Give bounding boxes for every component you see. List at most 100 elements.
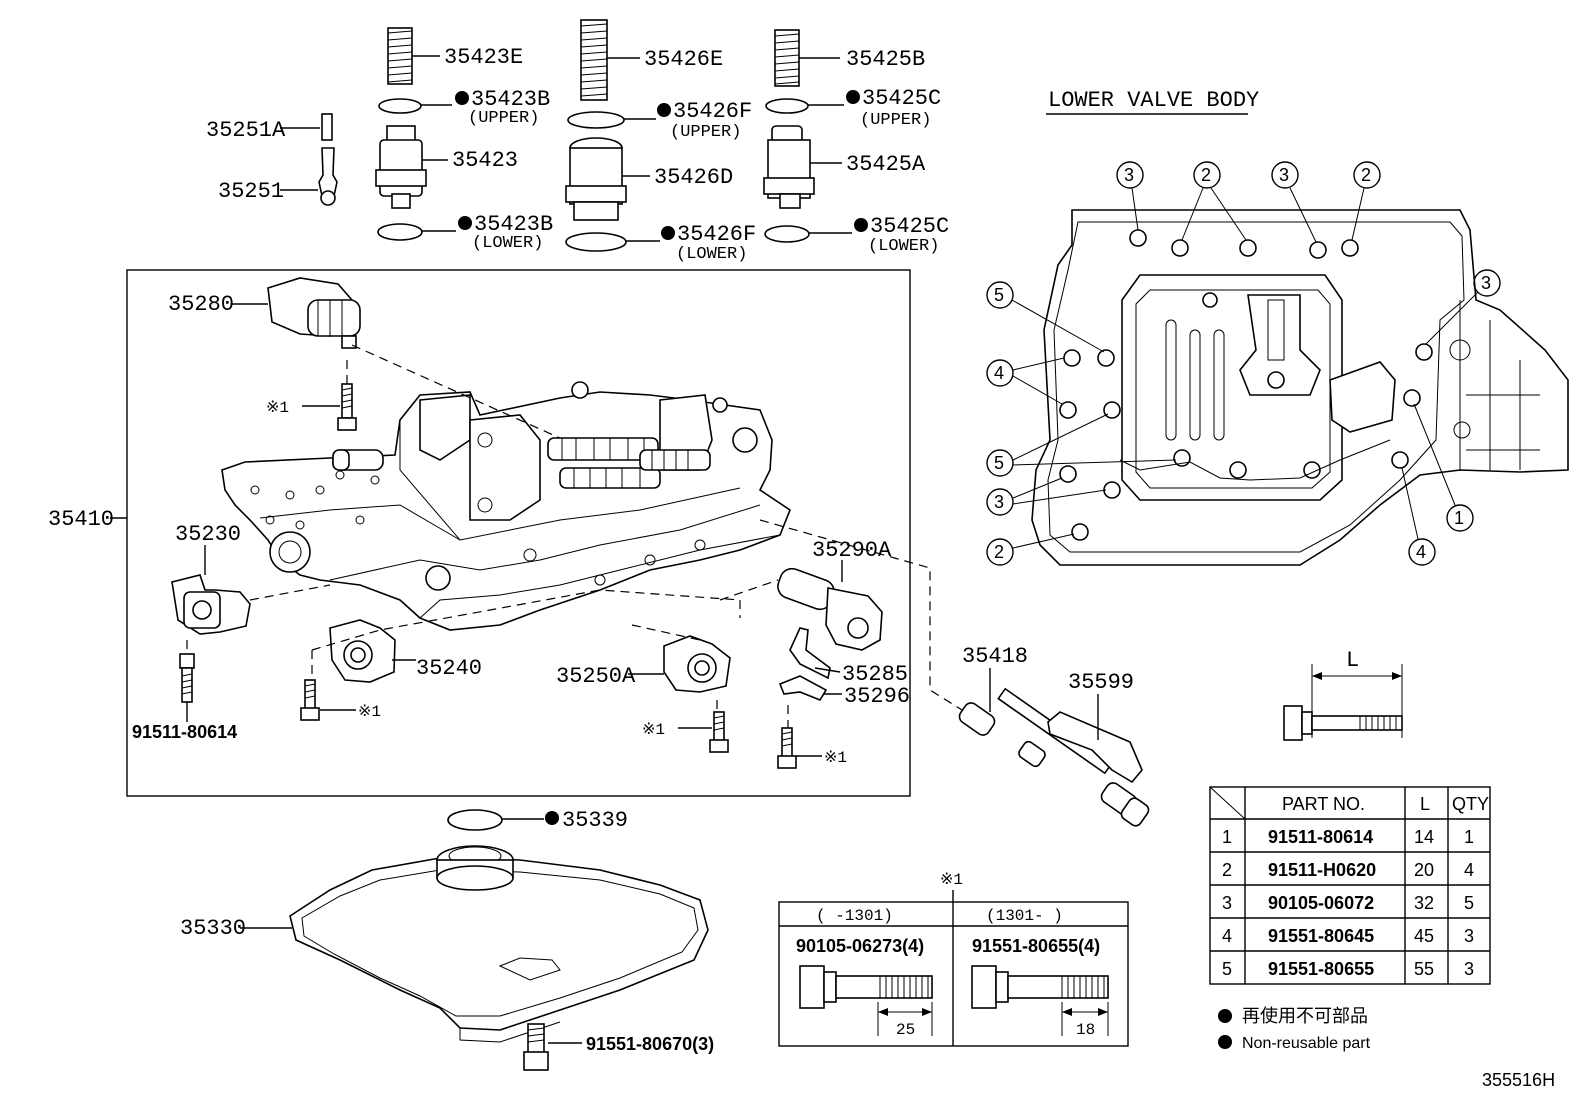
label-35339: 35339 bbox=[562, 808, 628, 833]
spring-35251a-icon bbox=[321, 113, 333, 141]
callout-3: 3 bbox=[1271, 161, 1317, 243]
table-cell: 20 bbox=[1414, 860, 1434, 880]
top-parts: 35423E 35426E 35425B 35423B (UPPER) 3542… bbox=[206, 19, 949, 264]
callout-text: 2 bbox=[994, 542, 1004, 562]
table-cell: 3 bbox=[1464, 926, 1474, 946]
valve-body-icon bbox=[221, 381, 791, 631]
figure-id: 355516H bbox=[1482, 1070, 1555, 1090]
table-row: 2 91511-H0620 20 4 bbox=[1222, 860, 1474, 880]
label-35426e: 35426E bbox=[644, 47, 723, 72]
callout-2: 2 bbox=[1181, 161, 1247, 241]
label-35599: 35599 bbox=[1068, 670, 1134, 695]
note-35423b-upper: (UPPER) bbox=[468, 109, 539, 128]
callout-3: 3 bbox=[986, 477, 1107, 516]
bolt-icon bbox=[300, 679, 320, 721]
solenoid-35280-icon bbox=[267, 277, 361, 349]
solenoid-35290a-icon bbox=[777, 567, 883, 651]
oring-35425c-upper-icon bbox=[765, 98, 809, 114]
label-91551-80670: 91551-80670(3) bbox=[586, 1034, 714, 1054]
bolt-icon bbox=[337, 383, 357, 431]
callout-text: 2 bbox=[1201, 165, 1211, 185]
bolt-91511-80614-icon bbox=[179, 653, 195, 703]
table-cell: 45 bbox=[1414, 926, 1434, 946]
part-35599-icon bbox=[1047, 711, 1143, 784]
callout-4: 4 bbox=[1401, 467, 1436, 566]
table-row: 3 90105-06072 32 5 bbox=[1222, 893, 1474, 913]
note-35426f-lower: (LOWER) bbox=[676, 245, 747, 264]
bolt-table: PART NO. L QTY 1 91511-80614 14 1 2 9151… bbox=[1209, 786, 1491, 985]
lower-valve-body-view: LOWER VALVE BODY bbox=[986, 88, 1569, 566]
non-reusable-dot-icon bbox=[846, 90, 860, 104]
valve-35425a-icon bbox=[763, 125, 815, 209]
callout-text: 3 bbox=[1279, 165, 1289, 185]
ref-col1-length: 25 bbox=[896, 1021, 915, 1039]
spring-35426e-icon bbox=[580, 19, 608, 101]
lower-valve-body-title: LOWER VALVE BODY bbox=[1048, 88, 1259, 113]
table-header-qty: QTY bbox=[1452, 794, 1489, 814]
bolt-icon bbox=[709, 711, 729, 753]
table-cell: 91551-80655 bbox=[1268, 959, 1374, 979]
table-cell: 91511-H0620 bbox=[1268, 860, 1376, 880]
ref-col2-part: 91551-80655(4) bbox=[972, 936, 1100, 956]
oring-35426f-lower-icon bbox=[565, 232, 627, 252]
valve-body-assembly: 35410 bbox=[48, 269, 963, 797]
ref-col2-range: (1301- ) bbox=[986, 907, 1063, 925]
table-cell: 90105-06072 bbox=[1268, 893, 1374, 913]
non-reusable-dot-icon bbox=[657, 103, 671, 117]
label-35418: 35418 bbox=[962, 644, 1028, 669]
label-35330: 35330 bbox=[180, 916, 246, 941]
label-35423: 35423 bbox=[452, 148, 518, 173]
callout-2: 2 bbox=[986, 533, 1075, 566]
bolt-91551-80670-icon bbox=[523, 1023, 549, 1071]
non-reusable-dot-icon bbox=[1218, 1009, 1232, 1023]
callout-2: 2 bbox=[1351, 161, 1381, 241]
note-35425c-lower: (LOWER) bbox=[868, 237, 939, 256]
label-35426f-upper: 35426F bbox=[673, 99, 752, 124]
table-cell: 91511-80614 bbox=[1268, 827, 1373, 847]
table-cell: 1 bbox=[1222, 827, 1232, 847]
table-cell: 1 bbox=[1464, 827, 1474, 847]
oring-35423b-upper-icon bbox=[378, 98, 422, 114]
table-cell: 5 bbox=[1464, 893, 1474, 913]
table-cell: 4 bbox=[1222, 926, 1232, 946]
label-35240: 35240 bbox=[416, 656, 482, 681]
non-reusable-dot-icon bbox=[458, 216, 472, 230]
legend-en: Non-reusable part bbox=[1242, 1035, 1371, 1052]
solenoid-35250a-icon bbox=[663, 635, 731, 693]
callout-text: 5 bbox=[994, 285, 1004, 305]
ref-mark-1: ※1 bbox=[358, 703, 381, 721]
ref-mark-1: ※1 bbox=[642, 721, 665, 739]
label-35423e: 35423E bbox=[444, 45, 523, 70]
table-cell: 4 bbox=[1464, 860, 1474, 880]
label-35250a: 35250A bbox=[556, 664, 636, 689]
callout-text: 1 bbox=[1454, 508, 1464, 528]
label-35290a: 35290A bbox=[812, 538, 892, 563]
bolt-length-icon bbox=[1283, 664, 1403, 741]
label-35423b-lower: 35423B bbox=[474, 212, 553, 237]
clip-35285-icon bbox=[789, 627, 831, 680]
table-header-part-no: PART NO. bbox=[1282, 794, 1365, 814]
table-cell: 2 bbox=[1222, 860, 1232, 880]
label-35410: 35410 bbox=[48, 507, 114, 532]
table-cell: 91551-80645 bbox=[1268, 926, 1374, 946]
ref-col2-length: 18 bbox=[1076, 1021, 1095, 1039]
label-35425c-lower: 35425C bbox=[870, 214, 949, 239]
callout-1: 1 bbox=[1413, 403, 1474, 532]
plate-35296-icon bbox=[778, 675, 828, 701]
note-35425c-upper: (UPPER) bbox=[860, 111, 931, 130]
callout-5: 5 bbox=[986, 281, 1105, 353]
callout-text: 4 bbox=[1416, 542, 1426, 562]
legend: 再使用不可部品 Non-reusable part bbox=[1218, 1006, 1371, 1052]
label-35230: 35230 bbox=[175, 522, 241, 547]
assembly-frame bbox=[126, 269, 911, 797]
label-35425c-upper: 35425C bbox=[862, 86, 941, 111]
label-91511-80614: 91511-80614 bbox=[132, 722, 237, 742]
label-35251a: 35251A bbox=[206, 118, 286, 143]
table-cell: 14 bbox=[1414, 827, 1434, 847]
bolt-reference-box: ※1 ( -1301) (1301- ) 90105-06273(4) 9155… bbox=[778, 871, 1129, 1047]
label-35426d: 35426D bbox=[654, 165, 733, 190]
oring-35426f-upper-icon bbox=[567, 111, 625, 129]
non-reusable-dot-icon bbox=[1218, 1035, 1232, 1049]
oil-pan-35330-icon bbox=[289, 845, 709, 1043]
